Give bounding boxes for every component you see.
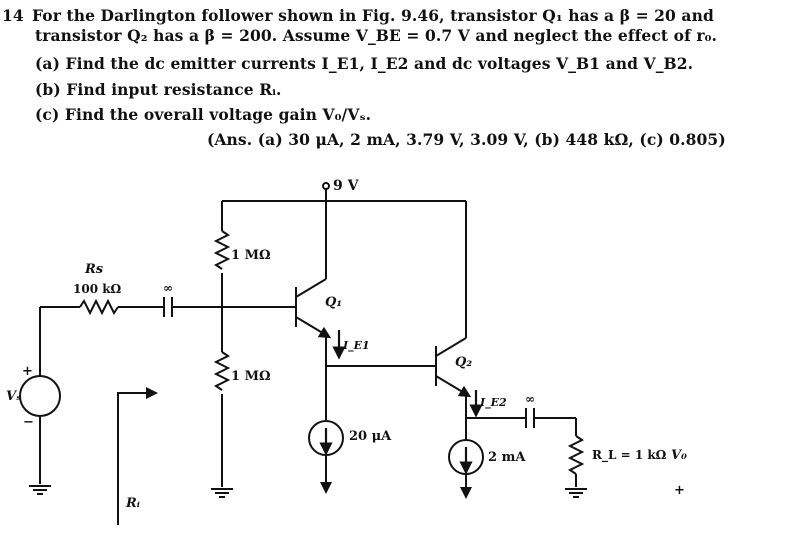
part-c: (c) Find the overall voltage gain V₀/Vₛ. — [35, 105, 372, 124]
supply-label: 9 V — [333, 178, 360, 194]
r-bottom-label: 1 MΩ — [231, 369, 271, 384]
rs-value-label: 100 kΩ — [73, 282, 122, 296]
rl-resistor — [567, 435, 585, 475]
r-top-label: 1 MΩ — [231, 248, 271, 263]
ie1-label: I_E1 — [342, 339, 370, 353]
r-top-resistor — [213, 230, 231, 270]
ground-load — [565, 488, 587, 498]
part-b: (b) Find input resistance Rᵢ. — [35, 80, 282, 99]
problem-line-1: 14 For the Darlington follower shown in F… — [2, 6, 714, 25]
q2-emitter — [435, 375, 472, 398]
darlington-circuit-diagram: 9 V 1 MΩ 1 MΩ Rs 100 kΩ ∞ ∞ Q₁ Q₂ I_E1 I… — [6, 178, 687, 525]
minus-source-label: − — [23, 415, 34, 430]
current-2ma-label: 2 mA — [488, 450, 526, 465]
problem-number: 14 — [2, 6, 24, 25]
supply-terminal — [322, 182, 330, 190]
rs-resistor — [79, 298, 119, 316]
plus-source-label: + — [22, 364, 33, 379]
vo-label: V₀ — [671, 448, 687, 463]
problem-statement-2: transistor Q₂ has a β = 200. Assume V_BE… — [35, 26, 718, 45]
q2-collector — [435, 337, 467, 357]
plus-output-label: + — [674, 483, 685, 498]
ri-label: Rᵢ — [125, 496, 140, 511]
rl-label: R_L = 1 kΩ — [592, 448, 667, 463]
ground-divider — [211, 488, 233, 498]
rs-name-label: Rs — [84, 262, 104, 277]
ground-source — [29, 485, 51, 495]
ie2-label: I_E2 — [479, 396, 507, 410]
ri-arrow — [117, 387, 158, 525]
output-cap-label: ∞ — [525, 392, 535, 406]
q1-emitter — [295, 316, 332, 339]
q1-collector — [295, 278, 327, 298]
q2-label: Q₂ — [455, 355, 472, 370]
part-a: (a) Find the dc emitter currents I_E1, I… — [35, 54, 694, 73]
input-cap-label: ∞ — [163, 281, 173, 295]
vs-label: Vₛ — [6, 389, 21, 404]
problem-statement-1: For the Darlington follower shown in Fig… — [32, 6, 714, 25]
answer-line: (Ans. (a) 30 μA, 2 mA, 3.79 V, 3.09 V, (… — [207, 130, 726, 149]
q1-label: Q₁ — [325, 295, 342, 310]
r-bottom-resistor — [213, 351, 231, 391]
source-vs — [19, 375, 61, 417]
current-20ua-label: 20 μA — [349, 429, 392, 444]
